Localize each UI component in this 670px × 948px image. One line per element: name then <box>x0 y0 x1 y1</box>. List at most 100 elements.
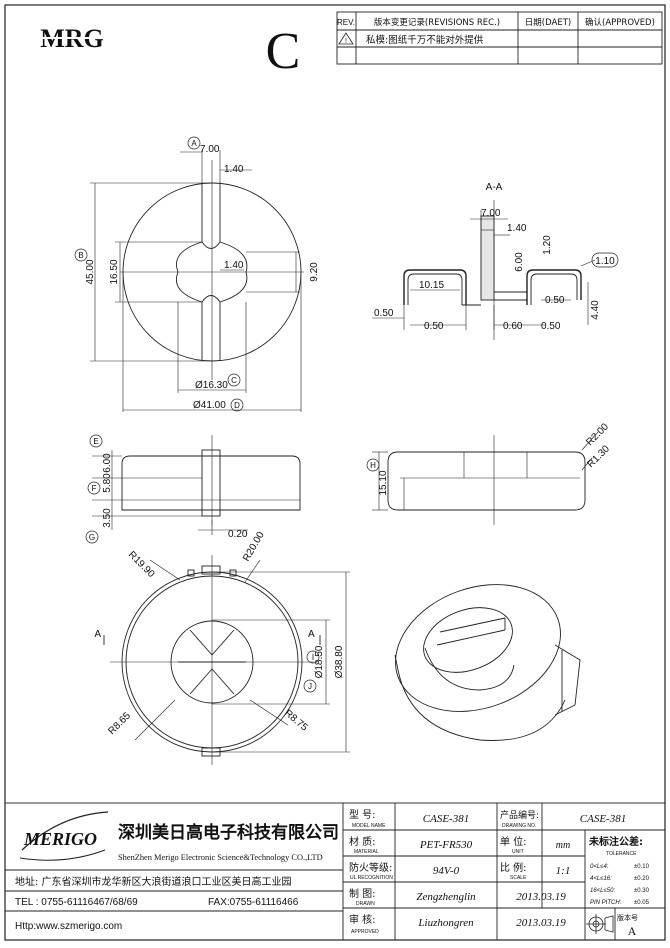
side-dim-3-50: 3.50 <box>102 508 113 528</box>
version-value: A <box>628 924 637 938</box>
warning-icon: ! <box>338 32 354 45</box>
svg-text:I: I <box>312 653 314 662</box>
svg-text:!: ! <box>345 38 347 45</box>
sec-dim-0-60: 0.60 <box>503 321 523 332</box>
approved-label-en: APPROVED <box>351 929 379 935</box>
merigo-logo: MERIGO <box>19 811 109 861</box>
callout-e: E <box>89 434 103 448</box>
callout-c: C <box>227 373 241 387</box>
company-name-en: ShenZhen Merigo Electronic Science&Techn… <box>118 853 323 862</box>
callout-h: H <box>366 458 380 472</box>
svg-text:C: C <box>231 376 237 385</box>
side-dim-6-00: 6.00 <box>102 453 113 473</box>
unit-label-en: UNIT <box>512 849 524 855</box>
tol-row-1-value: ±0.10 <box>634 864 650 870</box>
side-dim-5-80: 5.80 <box>102 473 113 493</box>
drawn-date: 2013.03.19 <box>516 891 566 903</box>
approved-label: 审 核: <box>349 913 376 926</box>
dim-1-40: 1.40 <box>224 164 244 175</box>
right-dim-r1-30: R1.30 <box>585 443 612 470</box>
scale-value: 1:1 <box>556 865 571 877</box>
tol-row-3-value: ±0.30 <box>634 888 650 894</box>
right-dim-15-10: 15.10 <box>378 470 389 495</box>
tol-row-1: 0<L≤4: <box>590 864 609 870</box>
bot-dim-dia-38-80: Ø38.80 <box>334 645 345 678</box>
callout-f: F <box>87 481 101 495</box>
dim-7-00: 7.00 <box>200 144 220 155</box>
tolerance-title-en: TOLERANCE <box>606 851 637 857</box>
callout-g: G <box>85 530 99 544</box>
callout-j: J <box>303 679 317 693</box>
header-logo: MRG <box>16 24 128 53</box>
drawing-no-label-en: DRAWING NO. <box>502 823 536 829</box>
version-label: 版本号 <box>617 913 638 922</box>
section-label: A-A <box>486 182 503 193</box>
bot-dim-r8-75: R8.75 <box>282 708 310 734</box>
section-view <box>372 200 596 340</box>
sec-dim-1-40: 1.40 <box>507 223 527 234</box>
sec-dim-7-00: 7.00 <box>481 208 501 219</box>
side-dim-0-20: 0.20 <box>228 529 248 540</box>
fire-rating-value: 94V-0 <box>433 865 460 877</box>
warning-text: 私模:图纸千万不能对外提供 <box>366 34 484 46</box>
tol-row-3: 16<L≤50: <box>590 888 615 894</box>
merigo-logo-text: MERIGO <box>23 829 97 849</box>
dim-45-00: 45.00 <box>85 259 96 284</box>
material-label-en: MATERIAL <box>354 849 379 855</box>
svg-text:B: B <box>78 251 83 260</box>
svg-text:1.10: 1.10 <box>595 256 615 267</box>
svg-text:A: A <box>191 139 197 148</box>
svg-text:G: G <box>89 533 95 542</box>
right-view <box>372 431 599 525</box>
unit-label: 单 位: <box>500 835 527 848</box>
material-value: PET-FR530 <box>419 839 473 851</box>
callout-b: B <box>74 248 88 262</box>
rev-col-label: REV. <box>337 18 355 27</box>
sec-dim-10-15: 10.15 <box>419 280 444 291</box>
sec-dim-1-20: 1.20 <box>542 235 553 255</box>
address-text: 地址: 广东省深圳市龙华新区大浪街道浪口工业区美日高工业园 <box>15 875 292 888</box>
tol-row-2: 4<L≤16: <box>590 876 612 882</box>
approve-col-label: 确认(APPROVED) <box>585 17 655 28</box>
sec-dim-0-50c: 0.50 <box>545 295 565 306</box>
drawing-no-label: 产品编号: <box>500 809 539 821</box>
scale-label: 比 例: <box>500 861 527 874</box>
material-label: 材 质: <box>349 835 376 848</box>
callout-i: I <box>306 650 320 664</box>
dim-16-50: 16.50 <box>109 259 120 284</box>
fire-rating-label: 防火等级: <box>349 861 392 874</box>
projection-symbol-icon <box>586 914 614 934</box>
drawn-label-en: DRAWN <box>356 901 375 907</box>
tol-row-4-value: ±0.05 <box>634 900 650 906</box>
svg-text:D: D <box>234 401 240 410</box>
bot-dim-dia-18-50: Ø18.50 <box>314 645 325 678</box>
unit-value: mm <box>556 840 570 851</box>
revision-table <box>336 11 663 65</box>
approved-value: Liuzhongren <box>417 917 474 929</box>
svg-text:H: H <box>370 461 376 470</box>
model-label-en: MODEL NAME <box>352 823 386 829</box>
bot-dim-r19-90: R19.90 <box>126 549 157 580</box>
fax-text: FAX:0755-61116466 <box>208 897 299 908</box>
svg-text:F: F <box>92 484 97 493</box>
tol-row-2-value: ±0.20 <box>634 876 650 882</box>
drawing-no-value: CASE-381 <box>580 813 626 825</box>
scale-label-en: SCALE <box>510 875 527 881</box>
dim-9-20: 9.20 <box>309 262 320 282</box>
drawn-value: Zengzhenglin <box>416 891 476 903</box>
side-view <box>92 435 301 535</box>
sec-dim-0-50d: 0.50 <box>541 321 561 332</box>
bottom-view <box>103 555 350 765</box>
cut-right-label: A <box>308 629 315 640</box>
sec-dim-0-50a: 0.50 <box>374 308 394 319</box>
bot-dim-r8-65: R8.65 <box>106 710 133 737</box>
rev-letter: C <box>266 23 301 80</box>
svg-text:E: E <box>93 437 98 446</box>
rev-rec-label: 版本变更记录(REVISIONS REC.) <box>374 17 500 28</box>
company-name-cn: 深圳美日高电子科技有限公司 <box>118 822 339 843</box>
callout-a: A <box>187 136 201 150</box>
tol-row-4: PIN PITCH: <box>590 900 622 906</box>
website-text: Http:www.szmerigo.com <box>15 921 122 932</box>
dim-dia-41-00: Ø41.00 <box>193 400 226 411</box>
